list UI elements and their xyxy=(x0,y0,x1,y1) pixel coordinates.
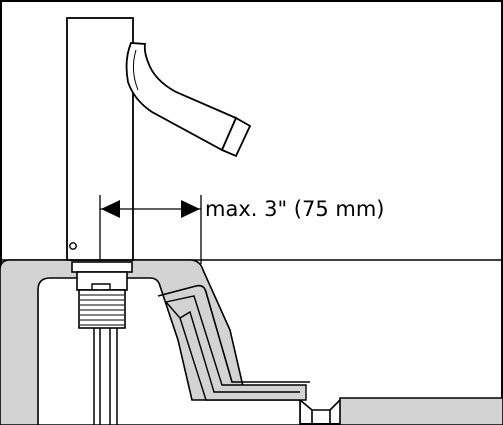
overflow-channel-gray xyxy=(164,295,307,401)
faucet-spout xyxy=(125,42,238,152)
threaded-shank xyxy=(78,289,126,329)
mounting-flange xyxy=(71,261,133,273)
spout-aerator xyxy=(220,116,252,158)
basin-right-rim xyxy=(339,397,503,425)
faucet-set-screw xyxy=(69,242,77,250)
dimension-arrow-left xyxy=(101,200,120,218)
dimension-label: max. 3" (75 mm) xyxy=(205,197,385,221)
spout-edge-highlight xyxy=(132,49,139,91)
shank-threads xyxy=(80,294,124,326)
overflow-channel-inner xyxy=(179,310,300,393)
drain-neck xyxy=(299,399,341,425)
dimension-arrow-right xyxy=(181,200,200,218)
supply-hoses xyxy=(93,328,118,425)
overflow-channel-outer xyxy=(157,284,310,383)
